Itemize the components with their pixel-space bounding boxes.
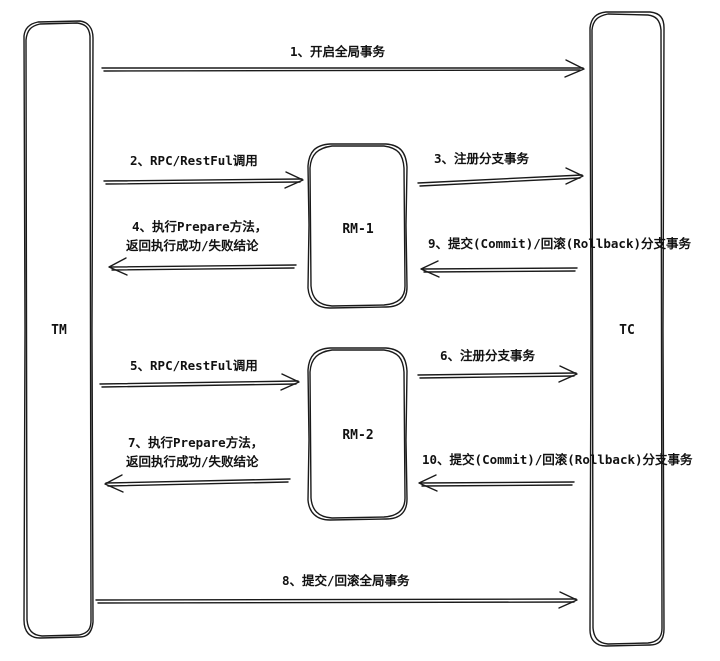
arrow-4-head [108, 257, 128, 276]
arrow-3: 3、注册分支事务 [417, 151, 584, 187]
arrow-3-label: 3、注册分支事务 [434, 151, 530, 166]
arrow-5-label: 5、RPC/RestFul调用 [130, 358, 258, 373]
arrow-9-label: 9、提交(Commit)/回滚(Rollback)分支事务 [428, 236, 692, 251]
arrow-2-line [103, 178, 303, 185]
arrow-7-line [105, 478, 291, 487]
tm-participant: TM [23, 20, 94, 639]
arrow-6-head [558, 365, 578, 383]
rm2-label: RM-2 [342, 428, 373, 443]
arrow-4: 4、执行Prepare方法， 返回执行成功/失败结论 [108, 219, 297, 276]
arrow-10-line [419, 481, 575, 487]
arrow-8: 8、提交/回滚全局事务 [95, 573, 578, 609]
tm-box [23, 20, 94, 639]
arrow-6-line [417, 372, 577, 379]
arrow-5-head [280, 373, 300, 391]
tm-label: TM [51, 323, 67, 338]
tm-box-outline-2 [25, 22, 92, 637]
arrow-1-head [564, 59, 585, 78]
arrow-2-label: 2、RPC/RestFul调用 [130, 153, 258, 168]
arrow-2-head [284, 171, 304, 189]
arrow-5: 5、RPC/RestFul调用 [99, 358, 300, 391]
arrow-2: 2、RPC/RestFul调用 [103, 153, 304, 189]
rm1-participant: RM-1 [307, 143, 408, 309]
rm1-box-outline-2 [309, 145, 406, 307]
tc-participant: TC [589, 11, 665, 647]
arrow-9: 9、提交(Commit)/回滚(Rollback)分支事务 [420, 236, 692, 278]
arrow-7-head [104, 474, 124, 493]
tc-label: TC [619, 323, 635, 338]
arrow-10-label: 10、提交(Commit)/回滚(Rollback)分支事务 [422, 452, 693, 467]
arrow-10-head [418, 474, 438, 492]
rm1-label: RM-1 [342, 222, 373, 237]
arrow-3-line [417, 174, 583, 187]
arrow-8-line [95, 598, 577, 604]
arrow-7: 7、执行Prepare方法， 返回执行成功/失败结论 [104, 435, 291, 493]
arrow-6-label: 6、注册分支事务 [440, 348, 536, 363]
tc-box-outline-2 [591, 13, 663, 645]
arrow-5-line [99, 380, 299, 388]
arrow-4-label-line2: 返回执行成功/失败结论 [126, 238, 259, 253]
arrow-6: 6、注册分支事务 [417, 348, 578, 383]
rm2-participant: RM-2 [307, 347, 408, 521]
tc-box [589, 11, 665, 647]
arrow-1-line [101, 67, 584, 72]
arrow-4-line [109, 264, 297, 271]
arrow-3-head [565, 167, 584, 185]
arrow-4-label-line1: 4、执行Prepare方法， [132, 219, 267, 234]
arrow-9-line [421, 267, 578, 273]
arrow-1: 1、开启全局事务 [101, 44, 585, 78]
arrow-7-label-line2: 返回执行成功/失败结论 [126, 454, 259, 469]
rm2-box [307, 347, 408, 521]
arrow-8-label: 8、提交/回滚全局事务 [282, 573, 410, 588]
arrow-8-head [558, 591, 578, 609]
arrow-10: 10、提交(Commit)/回滚(Rollback)分支事务 [418, 452, 693, 492]
arrow-1-label: 1、开启全局事务 [290, 44, 386, 59]
arrow-9-head [420, 260, 440, 278]
rm2-box-outline-2 [309, 349, 406, 519]
rm1-box [307, 143, 408, 309]
arrow-7-label-line1: 7、执行Prepare方法， [128, 435, 263, 450]
